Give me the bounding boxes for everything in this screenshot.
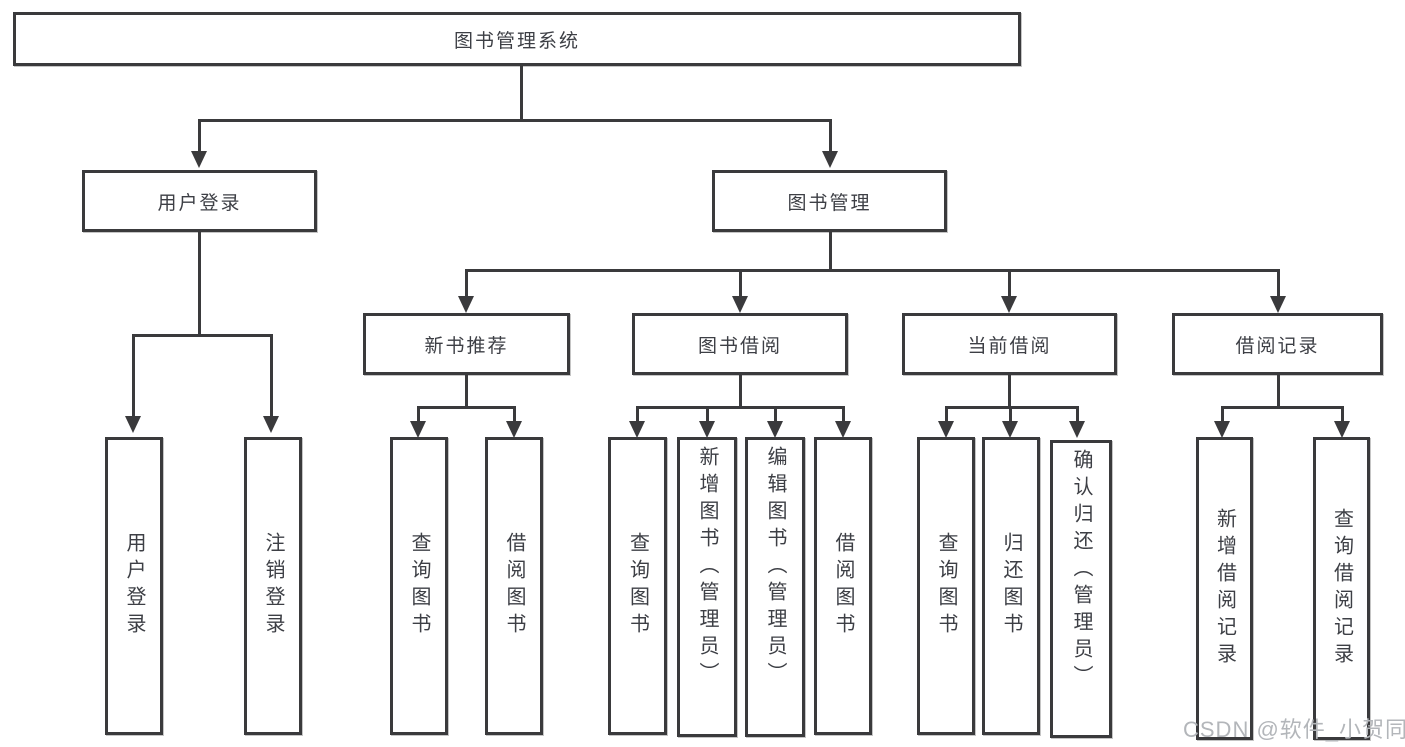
node-borrow-borrow-books: 借阅图书 (814, 437, 872, 735)
connector-arrow-stem (465, 269, 468, 297)
connector-level2-rail (465, 269, 1279, 272)
arrow-down-icon (458, 296, 474, 313)
arrow-down-icon (410, 421, 426, 438)
node-library-management-system: 图书管理系统 (13, 12, 1021, 66)
connector-arrow-stem (1221, 406, 1224, 422)
connector-arrow-stem (1277, 269, 1280, 297)
arrow-down-icon (1214, 421, 1230, 438)
node-rec-query-books: 查询图书 (390, 437, 448, 735)
arrow-down-icon (822, 151, 838, 168)
connector-section-rail (1221, 406, 1343, 409)
node-rec-borrow-books: 借阅图书 (485, 437, 543, 735)
connector-arrow-stem (829, 119, 832, 152)
connector-section-rail (417, 406, 516, 409)
watermark: CSDN @软件_小贺同学 (1183, 717, 1405, 742)
connector-arrow-stem (739, 269, 742, 297)
node-book-management: 图书管理 (712, 170, 947, 232)
connector-section-rail (945, 406, 1079, 409)
arrow-down-icon (1270, 296, 1286, 313)
node-new-book-recommendation: 新书推荐 (363, 313, 570, 375)
arrow-down-icon (191, 151, 207, 168)
node-logout-leaf: 注销登录 (244, 437, 302, 735)
node-add-borrow-record: 新增借阅记录 (1196, 437, 1253, 740)
connector-section-rail (636, 406, 844, 409)
arrow-down-icon (699, 421, 715, 438)
connector-arrow-stem (1341, 406, 1344, 422)
arrow-down-icon (1069, 421, 1085, 438)
connector-arrow-stem (774, 406, 777, 422)
arrow-down-icon (938, 421, 954, 438)
node-current-query-books: 查询图书 (917, 437, 975, 735)
connector-section-stub (1008, 375, 1011, 408)
connector-arrow-stem (270, 334, 273, 417)
node-borrowing-records: 借阅记录 (1172, 313, 1383, 375)
arrow-down-icon (125, 416, 141, 433)
node-return-books: 归还图书 (982, 437, 1040, 735)
arrow-down-icon (1001, 296, 1017, 313)
connector-root-stub (520, 65, 523, 121)
arrow-down-icon (629, 421, 645, 438)
arrow-down-icon (732, 296, 748, 313)
node-confirm-return-admin: 确认归还（管理员） (1050, 440, 1112, 738)
node-book-borrowing: 图书借阅 (632, 313, 848, 375)
arrow-down-icon (1334, 421, 1350, 438)
arrow-down-icon (263, 416, 279, 433)
node-user-login-leaf: 用户登录 (105, 437, 163, 735)
connector-arrow-stem (513, 406, 516, 422)
node-current-borrowing: 当前借阅 (902, 313, 1117, 375)
connector-book-mgmt-stub (829, 232, 832, 272)
connector-arrow-stem (636, 406, 639, 422)
node-edit-books-admin: 编辑图书（管理员） (745, 437, 805, 737)
connector-arrow-stem (1076, 406, 1079, 422)
arrow-down-icon (1002, 421, 1018, 438)
node-query-borrow-record: 查询借阅记录 (1313, 437, 1370, 740)
connector-arrow-stem (132, 334, 135, 417)
arrow-down-icon (767, 421, 783, 438)
connector-user-login-stub (198, 232, 201, 337)
arrow-down-icon (835, 421, 851, 438)
connector-arrow-stem (1009, 406, 1012, 422)
connector-level1-rail (198, 119, 832, 122)
connector-arrow-stem (706, 406, 709, 422)
arrow-down-icon (506, 421, 522, 438)
node-borrow-query-books: 查询图书 (608, 437, 667, 735)
connector-arrow-stem (945, 406, 948, 422)
connector-arrow-stem (198, 119, 201, 152)
node-add-books-admin: 新增图书（管理员） (677, 437, 737, 737)
node-user-login: 用户登录 (82, 170, 317, 232)
connector-section-stub (465, 375, 468, 408)
connector-arrow-stem (1008, 269, 1011, 297)
connector-section-stub (1277, 375, 1280, 408)
connector-user-login-rail (132, 334, 273, 337)
connector-section-stub (739, 375, 742, 408)
connector-arrow-stem (417, 406, 420, 422)
connector-arrow-stem (842, 406, 845, 422)
